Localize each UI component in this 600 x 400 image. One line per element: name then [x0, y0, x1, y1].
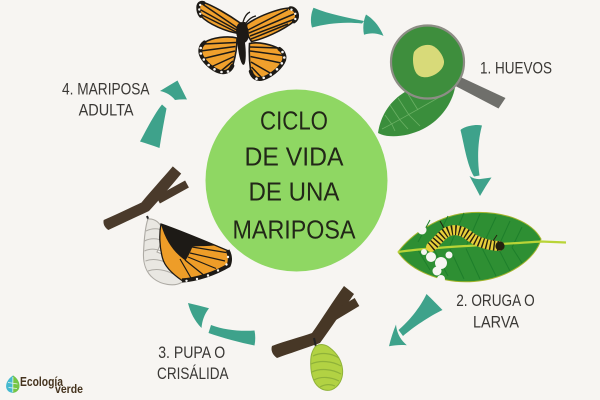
svg-text:CRISÁLIDA: CRISÁLIDA	[157, 364, 229, 383]
svg-text:ADULTA: ADULTA	[79, 102, 134, 120]
svg-text:3. PUPA O: 3. PUPA O	[158, 344, 225, 362]
svg-text:CICLO: CICLO	[260, 106, 328, 136]
svg-text:2. ORUGA O: 2. ORUGA O	[456, 292, 535, 310]
svg-text:DE UNA: DE UNA	[249, 177, 341, 207]
svg-text:MARIPOSA: MARIPOSA	[233, 215, 357, 245]
svg-text:4. MARIPOSA: 4. MARIPOSA	[62, 81, 150, 99]
svg-text:DE VIDA: DE VIDA	[245, 142, 345, 172]
svg-text:1. HUEVOS: 1. HUEVOS	[480, 60, 552, 78]
svg-text:LARVA: LARVA	[473, 314, 519, 332]
svg-text:verde: verde	[55, 382, 83, 396]
svg-text:Ecología: Ecología	[20, 374, 64, 389]
